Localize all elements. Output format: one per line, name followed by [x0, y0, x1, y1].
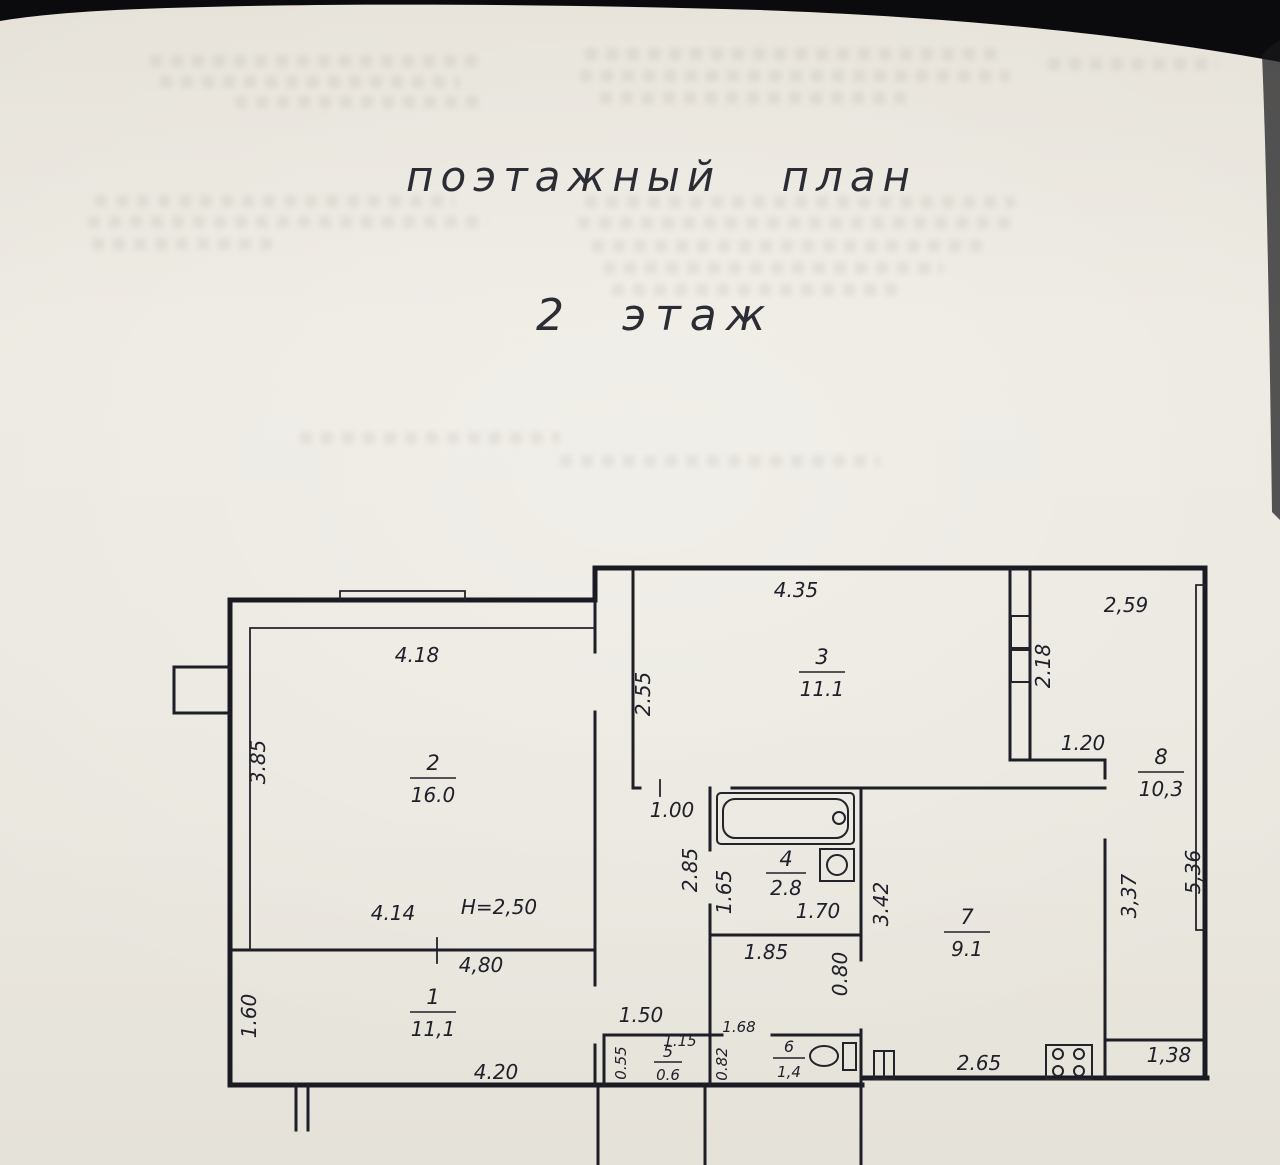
bleedthrough-smudge [603, 262, 943, 274]
dim-room5-width: 1.15 [663, 1032, 696, 1050]
scan-edge-top [0, 0, 1280, 62]
bathtub-icon [716, 792, 855, 845]
stove-icon [1045, 1044, 1093, 1080]
dim-room6-left: 0.82 [713, 1047, 731, 1080]
dim-room2-top: 4.18 [395, 643, 440, 667]
room-number: 2 [426, 751, 439, 775]
dim-room5-top: 1.50 [619, 1003, 664, 1027]
room-area: 11.1 [800, 677, 845, 701]
bleedthrough-smudge [300, 432, 560, 444]
room-label-3: 3 11.1 [799, 645, 845, 701]
dim-room8-shaft: 2.18 [1031, 644, 1055, 689]
room-label-2: 2 16.0 [410, 751, 456, 807]
room-area: 9.1 [951, 937, 983, 961]
room-area: 16.0 [411, 783, 456, 807]
room-number: 7 [960, 905, 974, 929]
dim-room1-left: 1.60 [237, 994, 261, 1039]
bleedthrough-smudge [578, 217, 1018, 229]
dim-bath-bottom: 1.85 [744, 940, 789, 964]
dim-room3-top: 4.35 [774, 578, 819, 602]
room-label-6: 6 1,4 [773, 1037, 805, 1081]
dim-hall-door: 0.80 [828, 952, 852, 997]
page-title: поэтажный план [406, 152, 918, 201]
room-number: 5 [663, 1042, 673, 1061]
room-number: 1 [426, 985, 439, 1009]
panel-icon [873, 1050, 895, 1080]
room-number: 4 [779, 847, 792, 871]
room-area: 0.6 [656, 1066, 680, 1084]
room-area: 2.8 [770, 876, 802, 900]
room-number: 8 [1154, 745, 1167, 769]
dim-room1-bottom: 4.20 [474, 1060, 519, 1084]
dim-room2-bottom: 4.14 [371, 901, 416, 925]
dim-hall-height: 2.85 [678, 848, 702, 893]
bleedthrough-smudge [612, 284, 902, 296]
bleedthrough-smudge [95, 195, 455, 207]
vent-shaft-icon [1010, 615, 1031, 683]
bleedthrough-smudge [235, 96, 485, 108]
bleedthrough-smudge [592, 240, 982, 252]
dim-room2-left: 3.85 [246, 740, 270, 785]
dim-room8-top: 2,59 [1104, 593, 1149, 617]
sink-icon [819, 848, 855, 882]
dim-room8-outer: 5,36 [1181, 850, 1205, 895]
bleedthrough-smudge [92, 238, 272, 250]
dim-room8-inner: 3,37 [1117, 873, 1141, 918]
dim-hall-opening: 1.00 [650, 798, 695, 822]
dim-room7-left: 3.42 [869, 882, 893, 927]
walls-outer [227, 565, 1210, 1088]
room-label-5: 5 0.6 [654, 1042, 682, 1084]
dim-room6-top: 1.68 [722, 1018, 755, 1036]
room-label-4: 4 2.8 [766, 847, 806, 900]
floor-subtitle: 2 этаж [536, 290, 775, 341]
bleedthrough-smudge [150, 55, 480, 67]
bleedthrough-smudge [585, 196, 1015, 208]
height-note: H=2,50 [461, 895, 537, 919]
bleedthrough-smudge [1048, 58, 1218, 70]
dim-room5-left: 0.55 [612, 1046, 630, 1079]
dim-room1-top: 4,80 [459, 953, 504, 977]
room-label-8: 8 10,3 [1138, 745, 1184, 801]
room-label-1: 1 11,1 [410, 985, 456, 1041]
bleedthrough-smudge [580, 70, 1010, 82]
room-number: 3 [815, 645, 828, 669]
bleedthrough-smudge [585, 48, 1005, 60]
bleedthrough-smudge [560, 455, 880, 467]
scan-edge-right [1262, 40, 1280, 520]
toilet-icon [809, 1042, 857, 1071]
room-area: 1,4 [777, 1063, 801, 1081]
dim-room8-niche: 1.20 [1061, 731, 1106, 755]
bleedthrough-smudge [600, 92, 910, 104]
walls-inner [172, 566, 1207, 1165]
bleedthrough-smudge [88, 216, 488, 228]
dim-bath-left: 1.65 [712, 870, 736, 915]
room-area: 11,1 [411, 1017, 456, 1041]
dimension-labels: 4.18 3.85 4.14 H=2,50 4,80 1.60 4.20 4.3… [237, 578, 1205, 1084]
dim-room3-left: 2.55 [631, 672, 655, 717]
room-label-7: 7 9.1 [944, 905, 990, 961]
room-number: 6 [784, 1037, 794, 1056]
room-area: 10,3 [1139, 777, 1184, 801]
bleedthrough-smudge [160, 76, 460, 88]
dim-room8-bottom: 1,38 [1147, 1043, 1192, 1067]
dim-bath-width: 1.70 [796, 899, 841, 923]
dim-room7-bottom: 2.65 [957, 1051, 1002, 1075]
